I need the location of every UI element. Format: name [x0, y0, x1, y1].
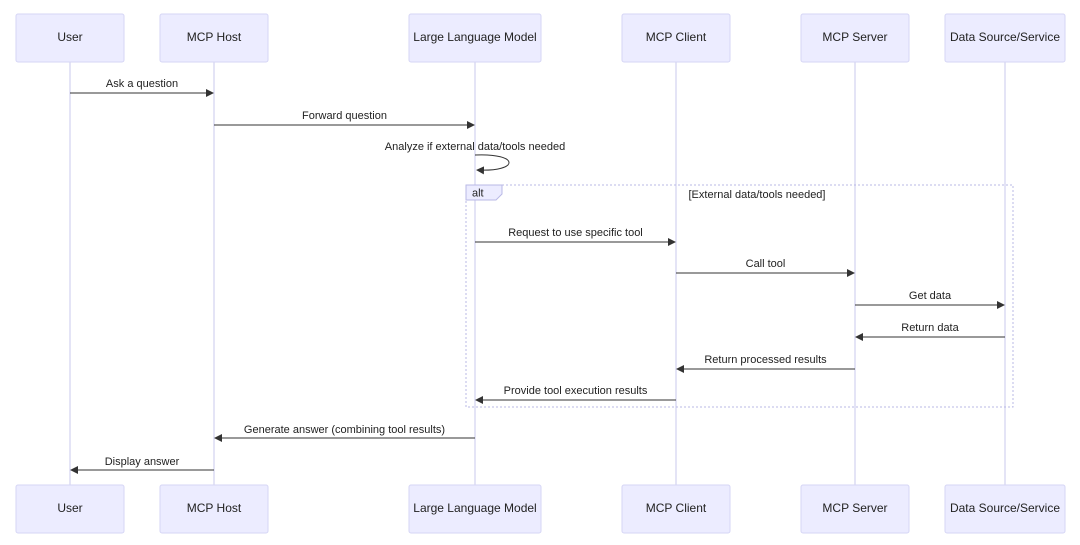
actor-label: Large Language Model — [413, 30, 536, 44]
actor-box — [621, 484, 731, 534]
actor-client-top: MCP Client — [621, 13, 731, 63]
actor-label: User — [57, 30, 82, 44]
actor-box — [15, 13, 125, 63]
actor-box — [408, 484, 542, 534]
message-8: Return processed results — [676, 354, 855, 373]
actor-box — [800, 484, 910, 534]
actor-label: MCP Client — [646, 30, 707, 44]
message-label: Return processed results — [704, 354, 827, 366]
alt-frame-border — [465, 184, 1014, 408]
actor-label: Large Language Model — [413, 501, 536, 515]
actor-label: MCP Client — [646, 501, 707, 515]
actor-data-top: Data Source/Service — [944, 13, 1066, 63]
actor-label: Data Source/Service — [950, 30, 1060, 44]
actor-label: MCP Server — [822, 501, 887, 515]
self-message-arrow — [474, 154, 510, 175]
alt-condition: [External data/tools needed] — [689, 189, 826, 201]
actor-box — [944, 13, 1066, 63]
actor-label: MCP Host — [187, 501, 242, 515]
actor-box — [800, 13, 910, 63]
message-4: Request to use specific tool — [475, 227, 676, 246]
message-10: Generate answer (combining tool results) — [214, 424, 475, 442]
actor-label: MCP Host — [187, 30, 242, 44]
message-label: Display answer — [105, 456, 180, 468]
actor-box — [159, 484, 269, 534]
message-label: Forward question — [302, 110, 387, 122]
message-5: Call tool — [676, 258, 855, 277]
actor-label: MCP Server — [822, 30, 887, 44]
actor-box — [408, 13, 542, 63]
actor-client-bottom: MCP Client — [621, 484, 731, 534]
actor-llm-bottom: Large Language Model — [408, 484, 542, 534]
message-label: Get data — [909, 290, 952, 302]
message-7: Return data — [855, 322, 1005, 341]
actor-label: User — [57, 501, 82, 515]
actor-host-bottom: MCP Host — [159, 484, 269, 534]
actor-llm-top: Large Language Model — [408, 13, 542, 63]
actor-box — [15, 484, 125, 534]
message-6: Get data — [855, 290, 1005, 309]
actor-server-bottom: MCP Server — [800, 484, 910, 534]
actor-box — [159, 13, 269, 63]
alt-tag-box — [465, 184, 503, 201]
actor-box — [944, 484, 1066, 534]
actor-label: Data Source/Service — [950, 501, 1060, 515]
message-3: Analyze if external data/tools needed — [385, 141, 565, 175]
message-label: Generate answer (combining tool results) — [244, 424, 445, 436]
actor-user-top: User — [15, 13, 125, 63]
actor-data-bottom: Data Source/Service — [944, 484, 1066, 534]
message-label: Analyze if external data/tools needed — [385, 141, 565, 153]
message-11: Display answer — [70, 456, 214, 474]
message-9: Provide tool execution results — [475, 385, 676, 404]
message-label: Return data — [901, 322, 959, 334]
actor-user-bottom: User — [15, 484, 125, 534]
message-label: Request to use specific tool — [508, 227, 643, 239]
message-2: Forward question — [214, 110, 475, 129]
message-label: Ask a question — [106, 78, 178, 90]
message-label: Provide tool execution results — [504, 385, 648, 397]
alt-frame: alt [External data/tools needed] — [465, 184, 1014, 408]
message-1: Ask a question — [70, 78, 214, 97]
actor-box — [621, 13, 731, 63]
actor-host-top: MCP Host — [159, 13, 269, 63]
actor-server-top: MCP Server — [800, 13, 910, 63]
alt-tag: alt — [472, 188, 484, 200]
message-label: Call tool — [746, 258, 786, 270]
